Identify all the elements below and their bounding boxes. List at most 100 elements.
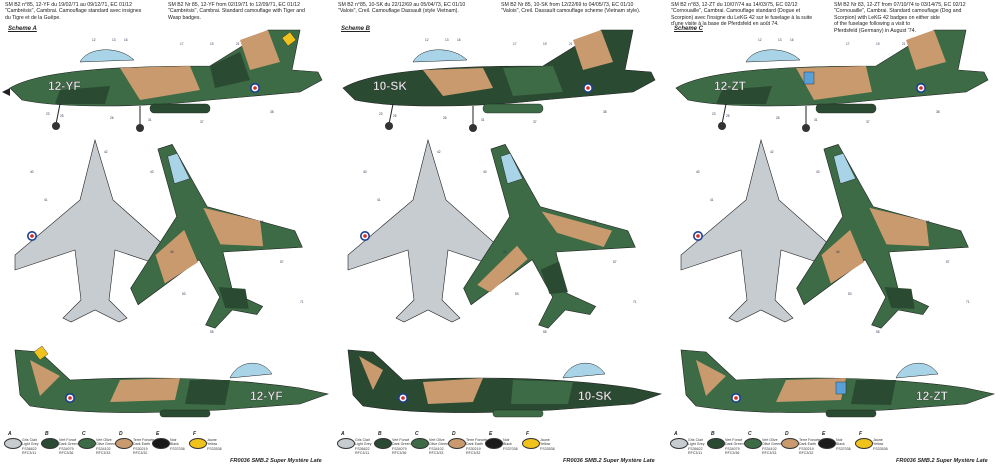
callout-number: 56	[593, 220, 597, 224]
callout-number: 43	[483, 170, 487, 174]
callout-number: 17	[846, 42, 850, 46]
legend-line: Noir	[836, 438, 843, 442]
top-view-camo	[130, 144, 303, 329]
aircraft-code: 12-YF	[250, 389, 283, 403]
legend-line: Noir	[170, 438, 177, 442]
legend-letter: C	[748, 431, 752, 437]
legend-line: FS34102	[762, 446, 777, 451]
callout-number: 56	[926, 220, 930, 224]
callout-number: 25	[60, 114, 64, 118]
scheme-label: Scheme C	[674, 26, 704, 32]
legend-line: Dark Green	[392, 442, 411, 447]
legend-line: Light Grey	[355, 442, 372, 447]
legend-line: FS33538	[540, 446, 555, 451]
callout-number: 31	[814, 118, 818, 122]
callout-number: 40	[30, 170, 34, 174]
caption-line: SM B2 n°85, 12-YF du 19/02/71 au 09/12/7…	[5, 2, 132, 8]
callout-number: 43	[816, 170, 820, 174]
legend-letter: F	[526, 431, 530, 437]
plate-illustration: 12-ZT 12-ZT	[675, 29, 996, 418]
legend-swatch	[189, 438, 207, 449]
callout-number: 57	[946, 260, 950, 264]
aircraft-code: 10-SK	[373, 79, 407, 93]
callout-number: 38	[936, 110, 940, 114]
legend-swatch	[670, 438, 688, 449]
legend-line: FS37038	[170, 446, 185, 451]
legend-letter: F	[193, 431, 197, 437]
caption-line: of the fuselage following a visit to	[834, 21, 911, 28]
legend-letter: D	[785, 431, 789, 437]
legend-line: Dark Green	[725, 442, 744, 447]
legend-line: Terre Foncée	[799, 438, 821, 442]
callout-number: 23	[379, 112, 383, 116]
legend-line: Vert Foncé	[725, 438, 743, 442]
caption-line: SM B2 n°83, 12-ZT du 10/07/74 au 14/03/7…	[671, 2, 798, 8]
aircraft-code: 12-ZT	[916, 389, 949, 403]
caption-line: "Cornouaille", Cambrai. Standard camoufl…	[834, 8, 962, 15]
legend-line: Black	[836, 442, 845, 447]
callout-number: 16	[124, 38, 128, 42]
scheme-a-column: SM B2 n°85, 12-YF du 19/02/71 au 09/12/7…	[0, 0, 333, 467]
legend-line: FS34079	[59, 446, 74, 451]
footer-title: FR0036 SMB.2 Super Mystère Late	[563, 458, 655, 464]
legend-swatch	[4, 438, 22, 449]
legend-letter: E	[489, 431, 493, 437]
legend-line: FS36622	[22, 446, 37, 451]
callout-number: 71	[633, 300, 637, 304]
legend-line: Black	[170, 442, 179, 447]
legend-letter: B	[711, 431, 715, 437]
caption-line: "Valois", Creil. Dassault camouflage sch…	[501, 8, 641, 15]
caption-line: "Valois", Creil. Camouflage Dassault (st…	[338, 8, 459, 15]
callout-number: 53	[182, 292, 186, 296]
legend-line: Yellow	[207, 442, 218, 447]
legend-line: RFC3/11	[688, 451, 703, 456]
legend-swatch	[152, 438, 170, 449]
legend-line: FS34102	[96, 446, 111, 451]
caption-line: "Cambrésis", Cambrai. Camouflage standar…	[5, 8, 142, 15]
callout-number: 40	[363, 170, 367, 174]
legend-letter: B	[45, 431, 49, 437]
legend-line: Vert Foncé	[392, 438, 410, 442]
side-view-right: 10-SK	[347, 349, 663, 418]
callout-number: 42	[770, 150, 774, 154]
legend-letter: D	[119, 431, 123, 437]
legend-line: FS37038	[503, 446, 518, 451]
legend-line: Jaune	[540, 438, 550, 442]
legend-line: FS30219	[799, 446, 814, 451]
footer-title: FR0036 SMB.2 Super Mystère Late	[230, 458, 322, 464]
side-view-left: 12-YF	[2, 29, 323, 132]
legend-letter: C	[82, 431, 86, 437]
callout-number: 25	[726, 114, 730, 118]
caption-line: d'une visite à la base de Pferdsfeld en …	[671, 21, 779, 28]
legend-line: Vert Olive	[96, 438, 112, 442]
legend-line: Dark Green	[59, 442, 78, 447]
legend-swatch	[448, 438, 466, 449]
legend-line: RFC3/36	[392, 451, 407, 456]
footer-title: FR0036 SMB.2 Super Mystère Late	[896, 458, 988, 464]
caption-block-en: SM B2 Nr 85, 10-SK from 12/22/69 to 04/0…	[501, 2, 663, 15]
legend-line: FS36622	[355, 446, 370, 451]
aircraft-code: 12-YF	[48, 79, 81, 93]
legend-letter: E	[822, 431, 826, 437]
legend-letter: F	[859, 431, 863, 437]
caption-line: "Cambrésis", Cambrai. Standard camouflag…	[168, 8, 305, 15]
callout-number: 12	[425, 38, 429, 42]
side-view-left: 10-SK	[342, 29, 656, 132]
callout-number: 38	[603, 110, 607, 114]
callout-number: 17	[180, 42, 184, 46]
caption-block-en: SM B2 Nr 85, 12-YF from 02/19/71 to 12/0…	[168, 2, 330, 21]
legend-letter: C	[415, 431, 419, 437]
legend-line: Light Grey	[688, 442, 705, 447]
scheme-label: Scheme A	[8, 26, 37, 32]
legend-line: Dark Earth	[799, 442, 817, 447]
legend-line: RFC3/11	[22, 451, 37, 456]
legend-line: FS30219	[133, 446, 148, 451]
legend-line: RFC3/32	[799, 451, 814, 456]
